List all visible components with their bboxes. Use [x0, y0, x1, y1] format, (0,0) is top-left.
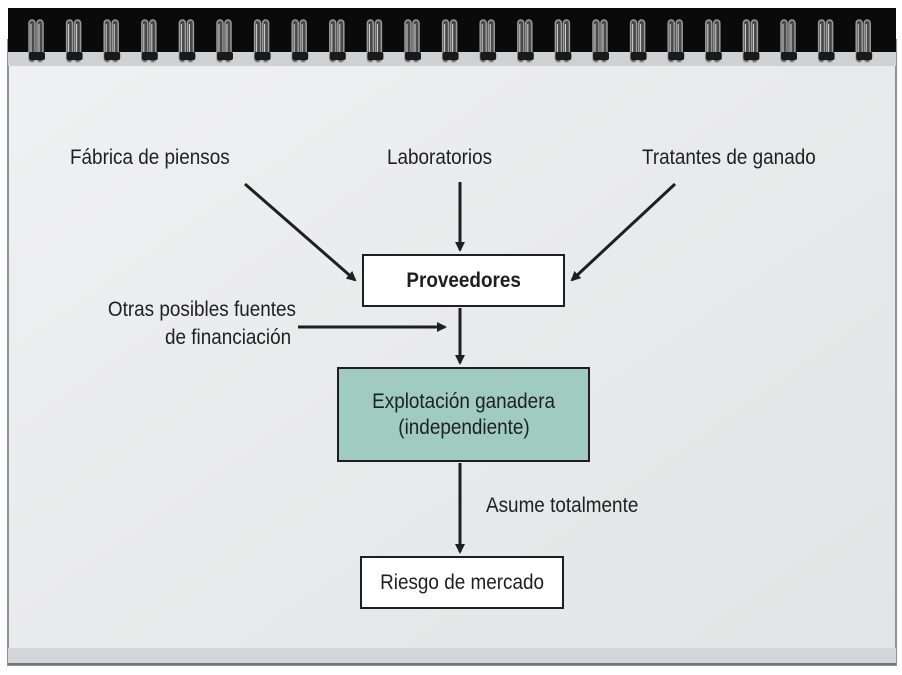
explotacion-label-line2: (independiente) [397, 415, 530, 439]
spiral-ring [366, 19, 384, 63]
proveedores-node: Proveedores [362, 254, 565, 307]
spiral-ring [441, 19, 459, 63]
spiral-ring [404, 19, 421, 63]
spiral-ring [517, 19, 534, 63]
source-label-laboratorios: Laboratorios [387, 146, 493, 169]
spiral-ring [65, 19, 83, 63]
spiral-ring [479, 19, 497, 63]
spiral-ring [253, 19, 271, 63]
proveedores-label: Proveedores [406, 268, 521, 292]
spiral-ring [855, 19, 873, 63]
spiral-ring [291, 19, 309, 63]
arrow-tratantes-to-proveedores [570, 182, 677, 282]
spiral-ring [178, 19, 196, 63]
source-label-fabrica: Fábrica de piensos [70, 146, 230, 169]
spiral-ring [216, 19, 233, 63]
spiral-ring [705, 19, 722, 63]
explotacion-label-line1: Explotación ganadera [372, 389, 555, 413]
source-label-tratantes: Tratantes de ganado [642, 146, 816, 169]
riesgo-label: Riesgo de mercado [380, 570, 544, 594]
spiral-ring [742, 19, 760, 63]
spiral-ring [667, 19, 685, 63]
arrow-fabrica-to-proveedores [244, 182, 357, 282]
spiral-rings [28, 19, 873, 63]
other-funding-label-line2: de financiación [164, 326, 291, 349]
spiral-ring [141, 19, 158, 63]
explotacion-ganadera-node: Explotación ganadera (independiente) [337, 367, 590, 462]
spiral-ring [28, 19, 45, 63]
spiral-ring [103, 19, 121, 63]
edge-label-asume: Asume totalmente [486, 494, 639, 517]
spiral-ring [629, 19, 647, 63]
spiral-ring [554, 19, 572, 63]
other-funding-label-line1: Otras posibles fuentes [107, 298, 296, 321]
spiral-ring [329, 19, 346, 63]
spiral-ring [780, 19, 797, 63]
spiral-ring [817, 19, 835, 63]
riesgo-de-mercado-node: Riesgo de mercado [360, 556, 564, 609]
spiral-ring [592, 19, 609, 63]
